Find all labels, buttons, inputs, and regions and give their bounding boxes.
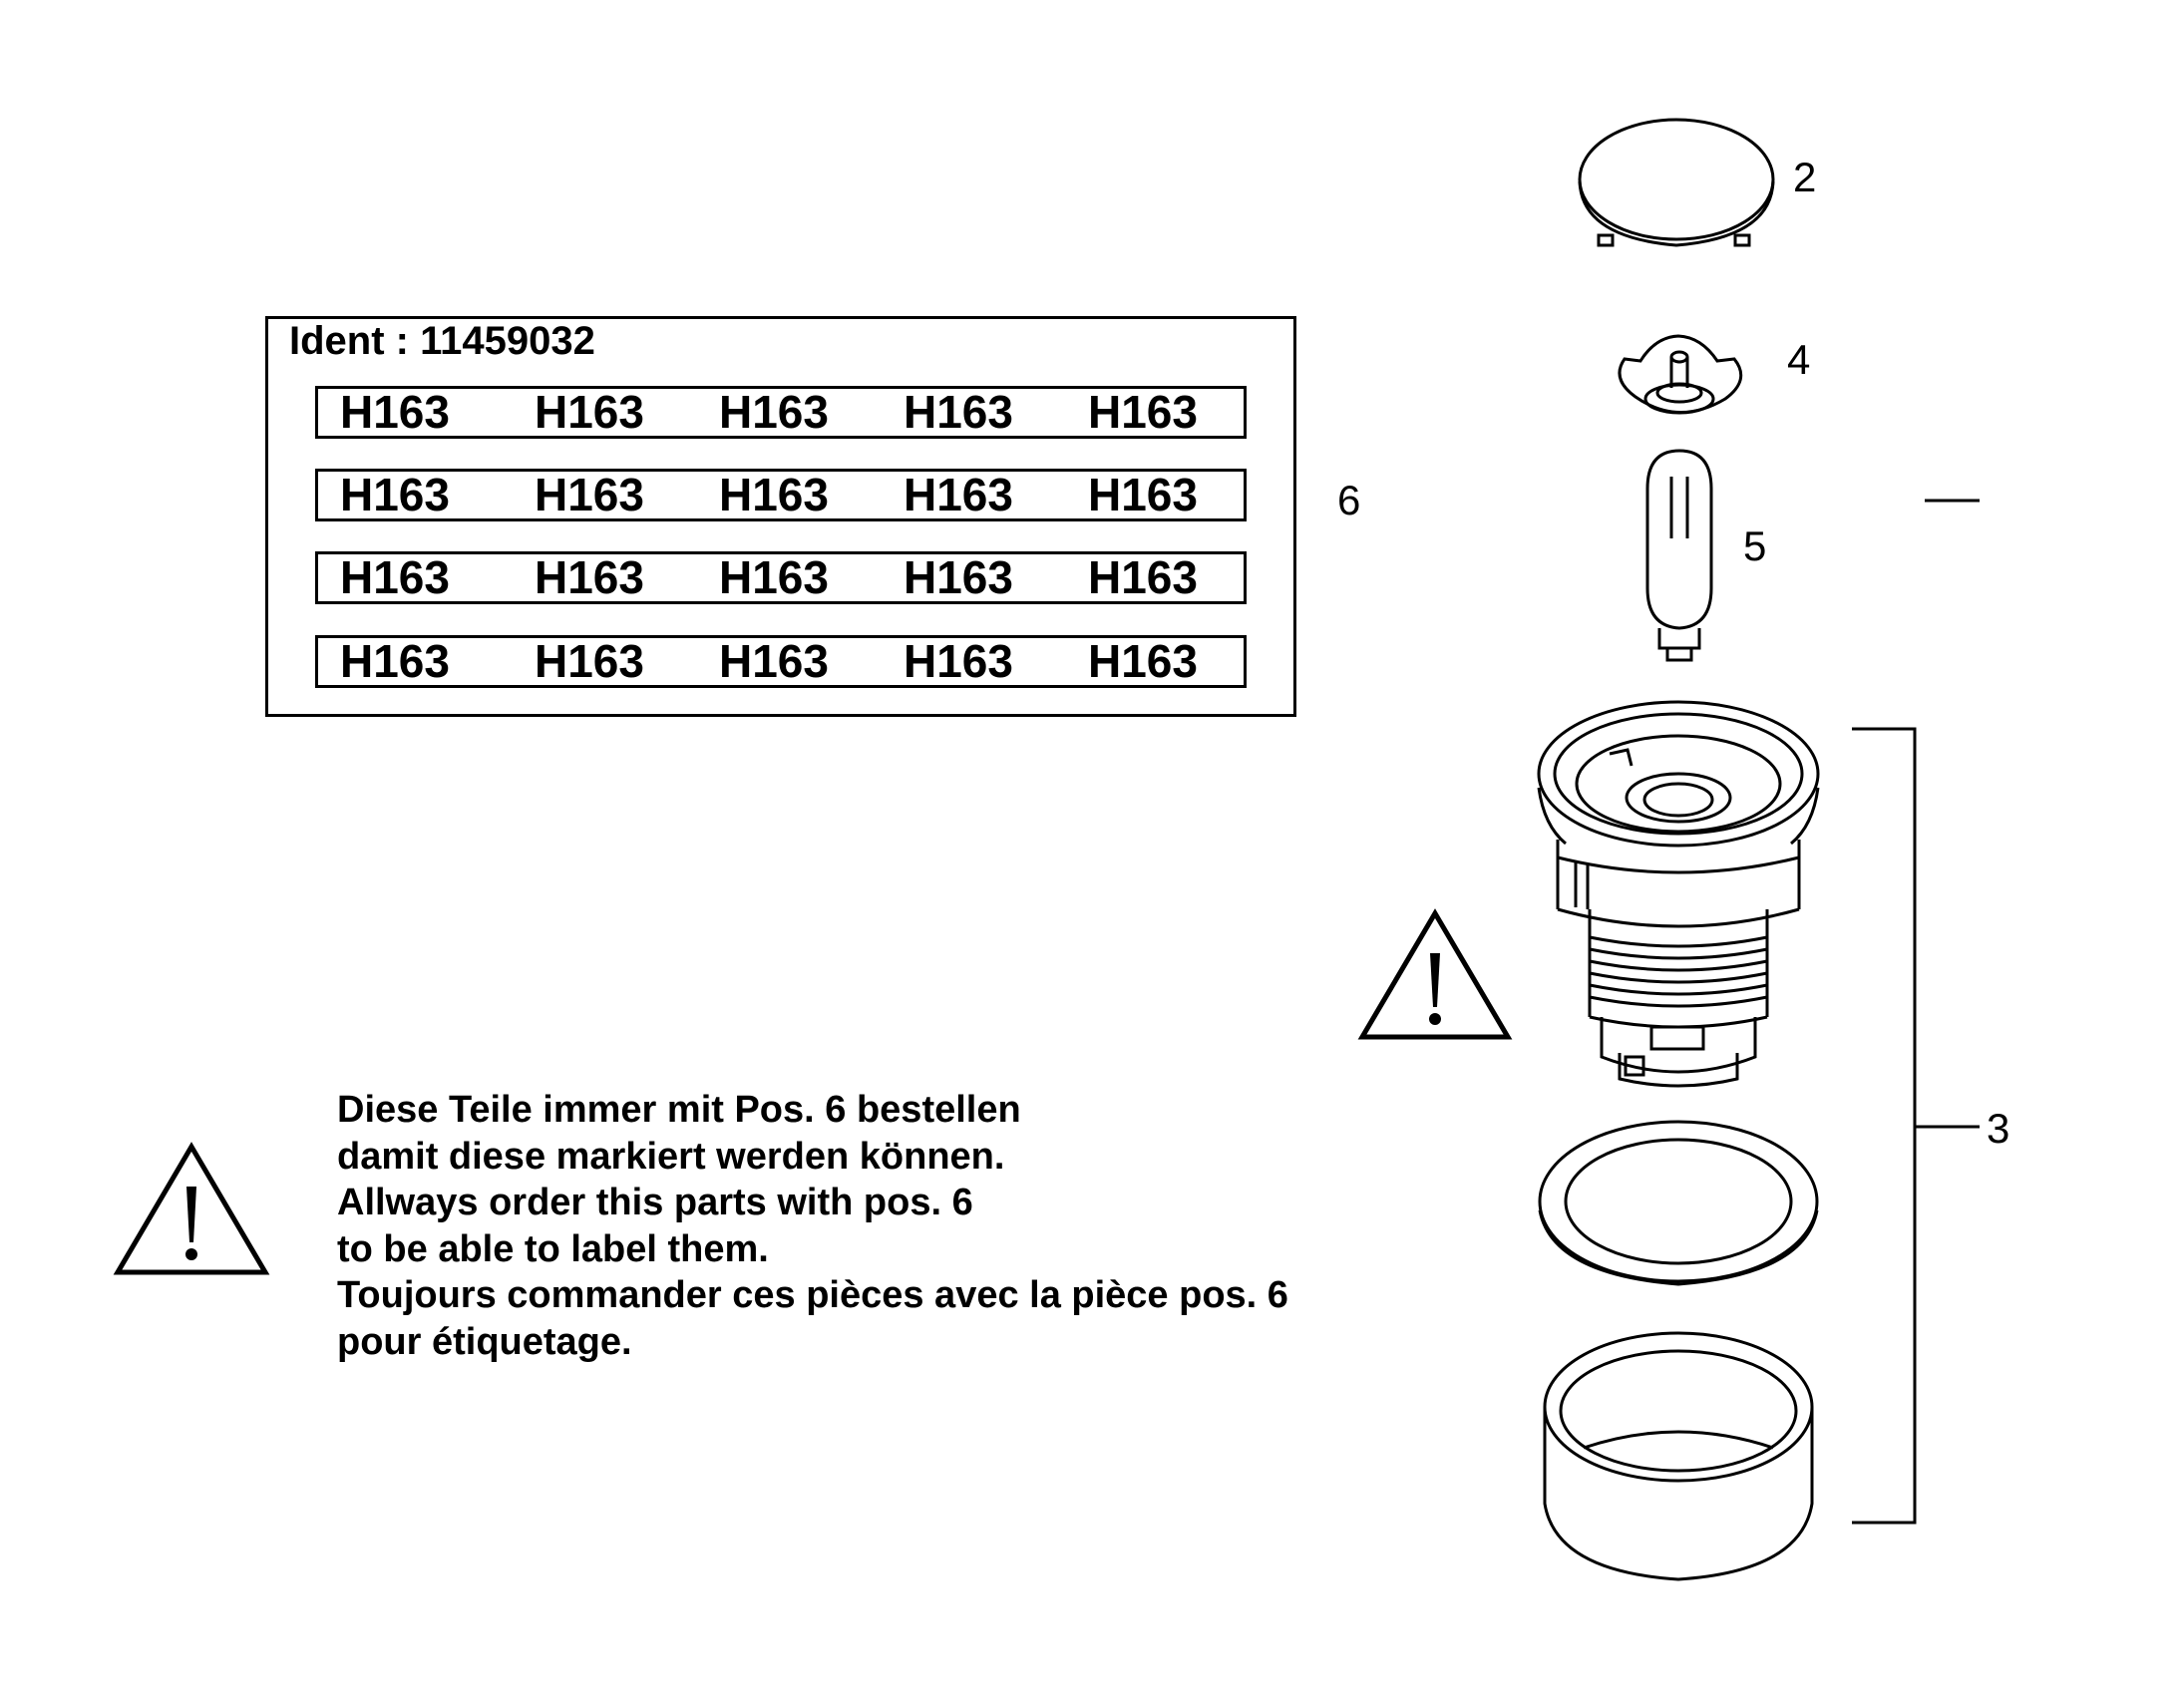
label-cell: H163 [340, 551, 450, 603]
callout-5: 5 [1743, 522, 1767, 569]
label-cell: H163 [719, 551, 829, 603]
label-cell: H163 [1088, 635, 1198, 687]
label-cell: H163 [535, 635, 644, 687]
warning-note-line: Toujours commander ces pièces avec la pi… [337, 1274, 1288, 1316]
label-cell: H163 [904, 551, 1013, 603]
warning-note-line: pour étiquetage. [337, 1320, 632, 1363]
label-cell: H163 [535, 469, 644, 520]
bracket-part-3 [1852, 727, 1980, 1525]
part-5-bulb [1645, 449, 1713, 662]
label-sheet [265, 316, 1296, 717]
part-3-cup [1543, 1331, 1814, 1581]
part-2-cap [1578, 118, 1775, 247]
label-cell: H163 [719, 386, 829, 438]
warning-triangle-icon [113, 1142, 270, 1275]
label-cell: H163 [1088, 386, 1198, 438]
part-4-contact-disc [1618, 334, 1743, 415]
warning-note-line: Allways order this parts with pos. 6 [337, 1182, 973, 1223]
warning-note-line: damit diese markiert werden können. [337, 1135, 1005, 1178]
warning-triangle-icon [1357, 908, 1513, 1040]
label-cell: H163 [1088, 469, 1198, 520]
callout-4: 4 [1787, 336, 1811, 383]
ident-number: Ident : 11459032 [289, 319, 595, 363]
label-cell: H163 [719, 635, 829, 687]
label-strip: H163 H163 H163 H163 H163 [315, 551, 1247, 604]
label-cell: H163 [340, 469, 450, 520]
label-cell: H163 [1088, 551, 1198, 603]
warning-note: Diese Teile immer mit Pos. 6 bestellen d… [337, 1087, 1288, 1365]
warning-note-line: Diese Teile immer mit Pos. 6 bestellen [337, 1089, 1021, 1131]
part-3-housing [1537, 700, 1820, 1088]
callout-3: 3 [1987, 1105, 2010, 1152]
warning-note-line: to be able to label them. [337, 1227, 769, 1270]
label-cell: H163 [340, 386, 450, 438]
callout-2: 2 [1793, 154, 1817, 200]
label-cell: H163 [535, 551, 644, 603]
label-cell: H163 [719, 469, 829, 520]
label-strip: H163 H163 H163 H163 H163 [315, 469, 1247, 521]
part-3-ring [1538, 1120, 1819, 1286]
callout-6: 6 [1337, 477, 1361, 523]
label-cell: H163 [904, 386, 1013, 438]
label-strip: H163 H163 H163 H163 H163 [315, 386, 1247, 439]
label-cell: H163 [535, 386, 644, 438]
label-cell: H163 [340, 635, 450, 687]
label-cell: H163 [904, 635, 1013, 687]
label-strip: H163 H163 H163 H163 H163 [315, 635, 1247, 688]
label-cell: H163 [904, 469, 1013, 520]
